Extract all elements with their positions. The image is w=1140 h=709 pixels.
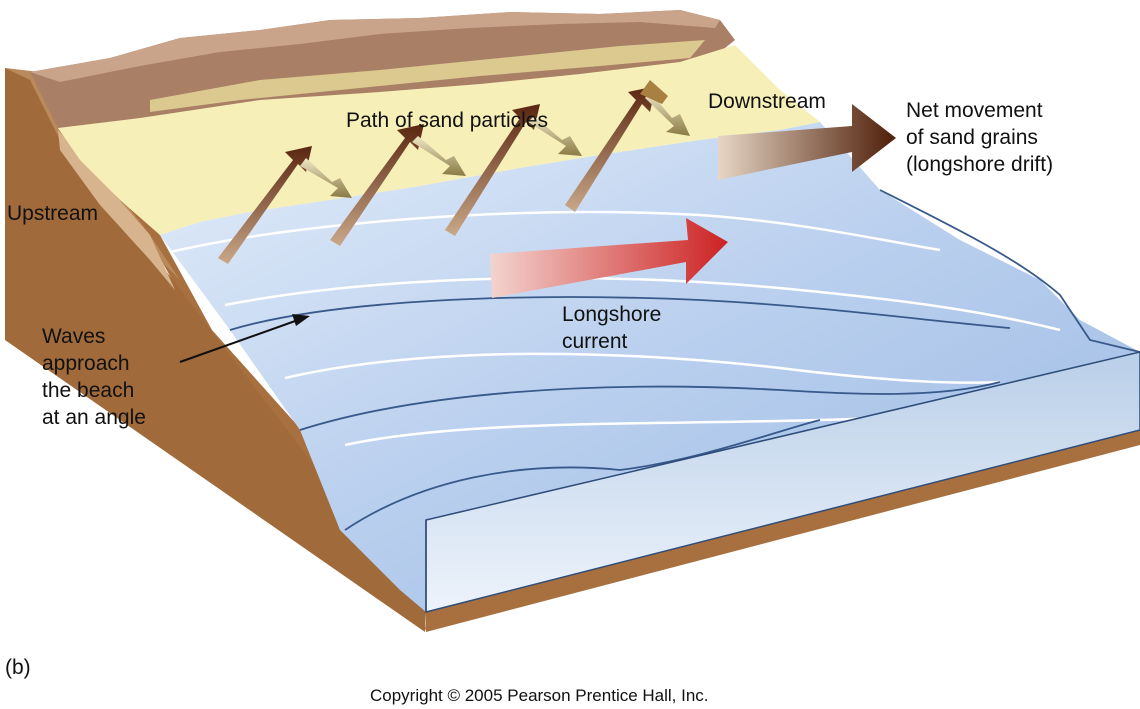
label-upstream: Upstream [7,202,99,225]
label-net-movement: Net movement of sand grains (longshore d… [906,99,1054,176]
panel-label: (b) [5,656,31,679]
dune-gravel [150,40,705,112]
label-downstream: Downstream [708,90,826,113]
net-movement-arrow [718,104,896,180]
longshore-current-arrow [490,218,728,298]
label-waves-approach: Waves approach the beach at an angle [42,325,146,429]
bottom-soil-strip [426,430,1140,632]
wave-crests [169,210,1061,447]
waves-pointer [179,314,310,363]
copyright-notice: Copyright © 2005 Pearson Prentice Hall, … [370,686,709,705]
sand-path-arrows [218,80,690,264]
label-longshore-current: Longshore current [562,303,662,353]
cliff-ridge [30,10,720,82]
wave-fronts [229,189,1140,531]
label-path-of-sand-particles: Path of sand particles [346,109,548,132]
speckled-sand-layer [58,130,175,290]
